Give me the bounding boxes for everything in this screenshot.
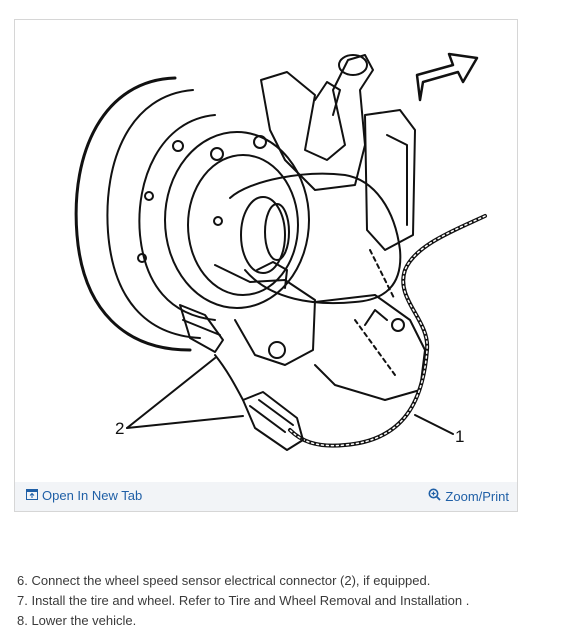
open-in-new-tab-label: Open In New Tab (42, 488, 143, 503)
figure-card: 2 1 Open In New Tab Zoom/Print (14, 19, 518, 512)
wheel-speed-sensor-diagram[interactable]: 2 1 (15, 20, 517, 482)
direction-arrow (415, 52, 479, 102)
brake-rotor (74, 76, 192, 352)
open-in-new-tab-icon (26, 488, 38, 503)
callout-label-sensor: 1 (455, 427, 464, 446)
open-in-new-tab-link[interactable]: Open In New Tab (26, 488, 142, 503)
zoom-print-label: Zoom/Print (445, 488, 509, 504)
callout-label-connector: 2 (115, 419, 124, 438)
sensor-wire (288, 214, 487, 448)
step-6: 6. Connect the wheel speed sensor electr… (17, 573, 431, 588)
figure-toolbar: Open In New Tab Zoom/Print (15, 482, 517, 511)
step-7: 7. Install the tire and wheel. Refer to … (17, 593, 470, 608)
magnifier-zoom-icon (428, 488, 442, 504)
zoom-print-link[interactable]: Zoom/Print (428, 488, 509, 504)
step-8: 8. Lower the vehicle. (17, 613, 137, 628)
sensor-connector (242, 391, 304, 451)
instruction-steps: 6. Connect the wheel speed sensor electr… (17, 571, 469, 631)
